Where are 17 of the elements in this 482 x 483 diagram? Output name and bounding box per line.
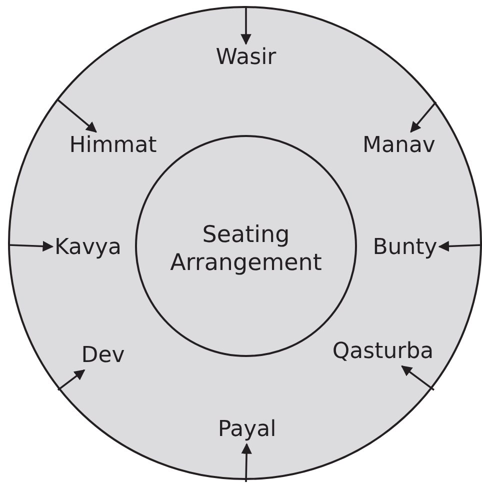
arrow [241, 443, 252, 482]
arrow [57, 369, 86, 391]
person-name: Kavya [54, 236, 122, 260]
person-name: Manav [362, 134, 436, 158]
arrow [410, 101, 437, 133]
person-name: Qasturba [332, 340, 434, 364]
person-name: Bunty [372, 236, 438, 260]
person-name: Payal [218, 418, 276, 442]
person-name: Dev [81, 344, 125, 368]
center-title: Seating Arrangement [169, 221, 323, 278]
arrow [401, 365, 435, 391]
arrow [438, 240, 482, 252]
person-name: Himmat [69, 134, 157, 158]
arrow [240, 6, 252, 45]
person-name: Wasir [216, 46, 276, 70]
arrow [8, 240, 54, 252]
arrow [57, 99, 97, 133]
